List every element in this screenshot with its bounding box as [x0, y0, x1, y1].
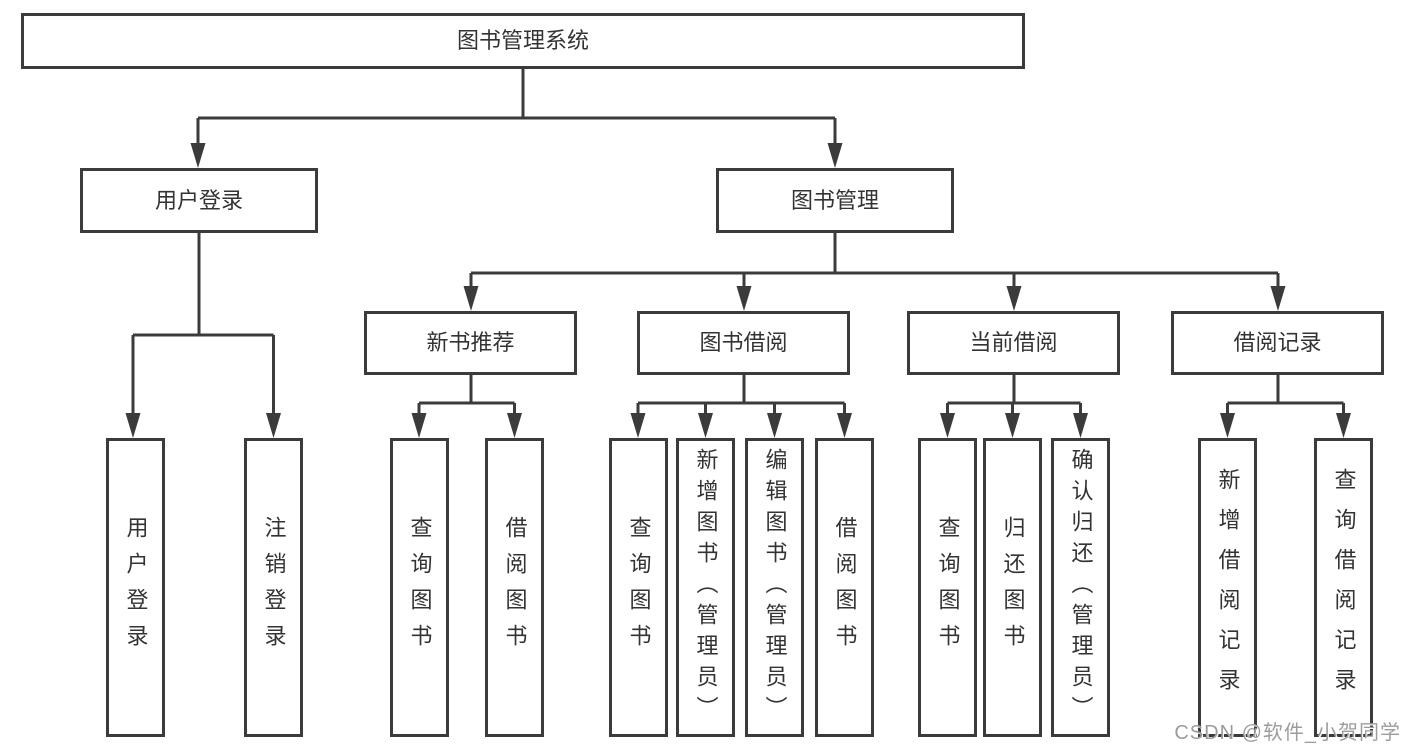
arrow-icon [463, 286, 479, 311]
arrow-icon [266, 413, 281, 438]
leaf-query-borrow-record: 查询借阅记录 [1314, 438, 1373, 737]
leaf-query-book-3: 查询图书 [918, 438, 977, 737]
leaf-query-book-2: 查询图书 [609, 438, 668, 737]
node-new-book-recommend: 新书推荐 [364, 311, 577, 375]
leaf-add-book-admin: 新增图书（管理员） [676, 438, 735, 737]
node-borrow-records: 借阅记录 [1171, 311, 1384, 375]
arrow-icon [1073, 413, 1088, 438]
user-login-branch-connector [131, 233, 275, 420]
csdn-watermark: CSDN @软件_小贺同学 [1174, 722, 1401, 744]
arrow-icon [1220, 413, 1235, 438]
leaf-confirm-return-admin: 确认归还（管理员） [1051, 438, 1110, 737]
arrow-icon [827, 143, 843, 168]
node-book-borrow: 图书借阅 [637, 311, 850, 375]
arrow-icon [125, 413, 141, 438]
arrow-icon [698, 413, 713, 438]
arrow-icon [630, 413, 646, 438]
book-mgmt-branch-connector [469, 233, 1280, 293]
arrow-icon [767, 413, 782, 438]
leaf-borrow-book-1: 借阅图书 [485, 438, 544, 737]
arrow-icon [507, 413, 522, 438]
node-book-management: 图书管理 [716, 168, 954, 233]
leaf-edit-book-admin: 编辑图书（管理员） [745, 438, 804, 737]
leaf-add-borrow-record: 新增借阅记录 [1198, 438, 1257, 737]
arrowheads [125, 143, 1351, 438]
node-user-login: 用户登录 [80, 168, 318, 233]
arrow-icon [1336, 413, 1351, 438]
arrow-icon [190, 143, 206, 168]
arrow-icon [1270, 286, 1286, 311]
arrow-icon [736, 286, 752, 311]
leaf-branch-connectors [417, 375, 1345, 420]
arrow-icon [940, 413, 955, 438]
node-current-borrow: 当前借阅 [907, 311, 1120, 375]
leaf-query-book-1: 查询图书 [390, 438, 449, 737]
node-library-system: 图书管理系统 [21, 13, 1025, 69]
arrow-icon [1006, 286, 1022, 311]
leaf-logout: 注销登录 [244, 438, 303, 737]
leaf-borrow-book-2: 借阅图书 [815, 438, 874, 737]
trunk-connector [196, 69, 837, 150]
arrow-icon [411, 413, 427, 438]
arrow-icon [837, 413, 852, 438]
arrow-icon [1005, 413, 1020, 438]
leaf-return-book: 归还图书 [983, 438, 1042, 737]
leaf-user-login: 用户登录 [106, 438, 165, 737]
